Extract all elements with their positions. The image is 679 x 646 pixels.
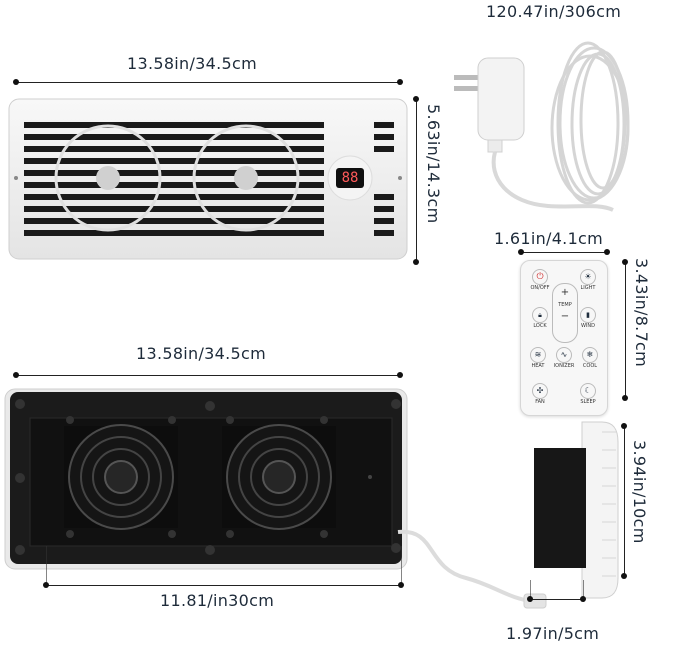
- back-fan-left: [64, 424, 178, 530]
- signal-icon: ▮: [580, 307, 596, 323]
- remote-width-end-right: [604, 249, 610, 255]
- side-height-end-top: [621, 423, 627, 429]
- remote-button-cool[interactable]: ❄ COOL: [579, 347, 601, 369]
- remote-button-power[interactable]: ⏻ ON/OFF: [529, 269, 551, 291]
- remote-width-line: [521, 252, 607, 253]
- ionizer-icon: ∿: [556, 347, 572, 363]
- side-depth-end-left: [527, 596, 533, 602]
- remote-button-wind[interactable]: ▮ WIND: [577, 307, 599, 329]
- back-panel: [4, 388, 414, 572]
- back-inner-width-line: [46, 585, 402, 586]
- remote-button-lock[interactable]: 🔒︎ LOCK: [529, 307, 551, 329]
- lock-icon: 🔒︎: [532, 307, 548, 323]
- remote-width-end-left: [518, 249, 524, 255]
- power-adapter-graphic: [454, 41, 630, 212]
- top-width-end-right: [397, 79, 403, 85]
- remote-height-end-top: [622, 259, 628, 265]
- front-panel: 88: [8, 98, 408, 260]
- remote-button-ionizer[interactable]: ∿ IONIZER: [551, 347, 577, 369]
- back-inner-width-label: 11.81/in30cm: [160, 591, 275, 610]
- cord-length-label: 120.47in/306cm: [486, 2, 622, 21]
- power-adapter: [448, 28, 648, 218]
- back-width-end-left: [13, 372, 19, 378]
- digital-display: 88: [341, 170, 359, 186]
- remote-button-light[interactable]: ☀ LIGHT: [577, 269, 599, 291]
- remote-height-end-bottom: [622, 395, 628, 401]
- top-height-end-bottom: [413, 259, 419, 265]
- remote-control: ⏻ ON/OFF ☀ LIGHT + TEMP − 🔒︎ LOCK ▮ WIND…: [520, 260, 608, 416]
- back-panel-graphic: [4, 388, 408, 570]
- back-inner-width-end-right: [398, 582, 404, 588]
- remote-height-line: [625, 262, 626, 398]
- top-height-end-top: [413, 96, 419, 102]
- side-height-end-bottom: [621, 573, 627, 579]
- back-inner-width-end-left: [43, 582, 49, 588]
- top-height-line: [416, 99, 417, 262]
- side-height-label: 3.94in/10cm: [630, 440, 649, 544]
- remote-height-label: 3.43in/8.7cm: [632, 258, 651, 368]
- remote-width-label: 1.61in/4.1cm: [494, 229, 604, 248]
- back-width-line: [16, 375, 400, 376]
- coiled-cable: [550, 41, 630, 205]
- top-height-label: 5.63in/14.3cm: [424, 104, 443, 224]
- top-width-end-left: [13, 79, 19, 85]
- back-width-end-right: [397, 372, 403, 378]
- side-view-graphic: [534, 421, 619, 599]
- back-fan-right: [222, 424, 336, 530]
- bulb-icon: ☀: [580, 269, 596, 285]
- adapter-cord: [491, 151, 614, 212]
- side-depth-label: 1.97in/5cm: [506, 624, 600, 643]
- snowflake-icon: ❄: [582, 347, 598, 363]
- fan-icon: ✣: [532, 383, 548, 399]
- front-fan-right: [192, 124, 300, 232]
- front-panel-graphic: [8, 98, 408, 260]
- remote-button-heat[interactable]: ≋ HEAT: [527, 347, 549, 369]
- back-width-label: 13.58in/34.5cm: [136, 344, 266, 363]
- plug-prongs: [454, 75, 484, 91]
- side-depth-line: [530, 599, 584, 600]
- remote-button-fan[interactable]: ✣ FAN: [529, 383, 551, 405]
- heat-icon: ≋: [530, 347, 546, 363]
- side-depth-end-right: [580, 596, 586, 602]
- moon-icon: ☾: [580, 383, 596, 399]
- side-height-line: [624, 426, 625, 576]
- power-icon: ⏻: [532, 269, 548, 285]
- mounting-screws: [15, 399, 401, 555]
- top-width-line: [16, 82, 400, 83]
- remote-button-sleep[interactable]: ☾ SLEEP: [577, 383, 599, 405]
- side-view: [532, 420, 624, 600]
- remote-button-temp[interactable]: + TEMP −: [552, 283, 578, 343]
- top-width-label: 13.58in/34.5cm: [127, 54, 257, 73]
- front-fan-left: [54, 124, 162, 232]
- front-grille: [24, 122, 394, 236]
- plus-minus-icon: +: [560, 287, 570, 298]
